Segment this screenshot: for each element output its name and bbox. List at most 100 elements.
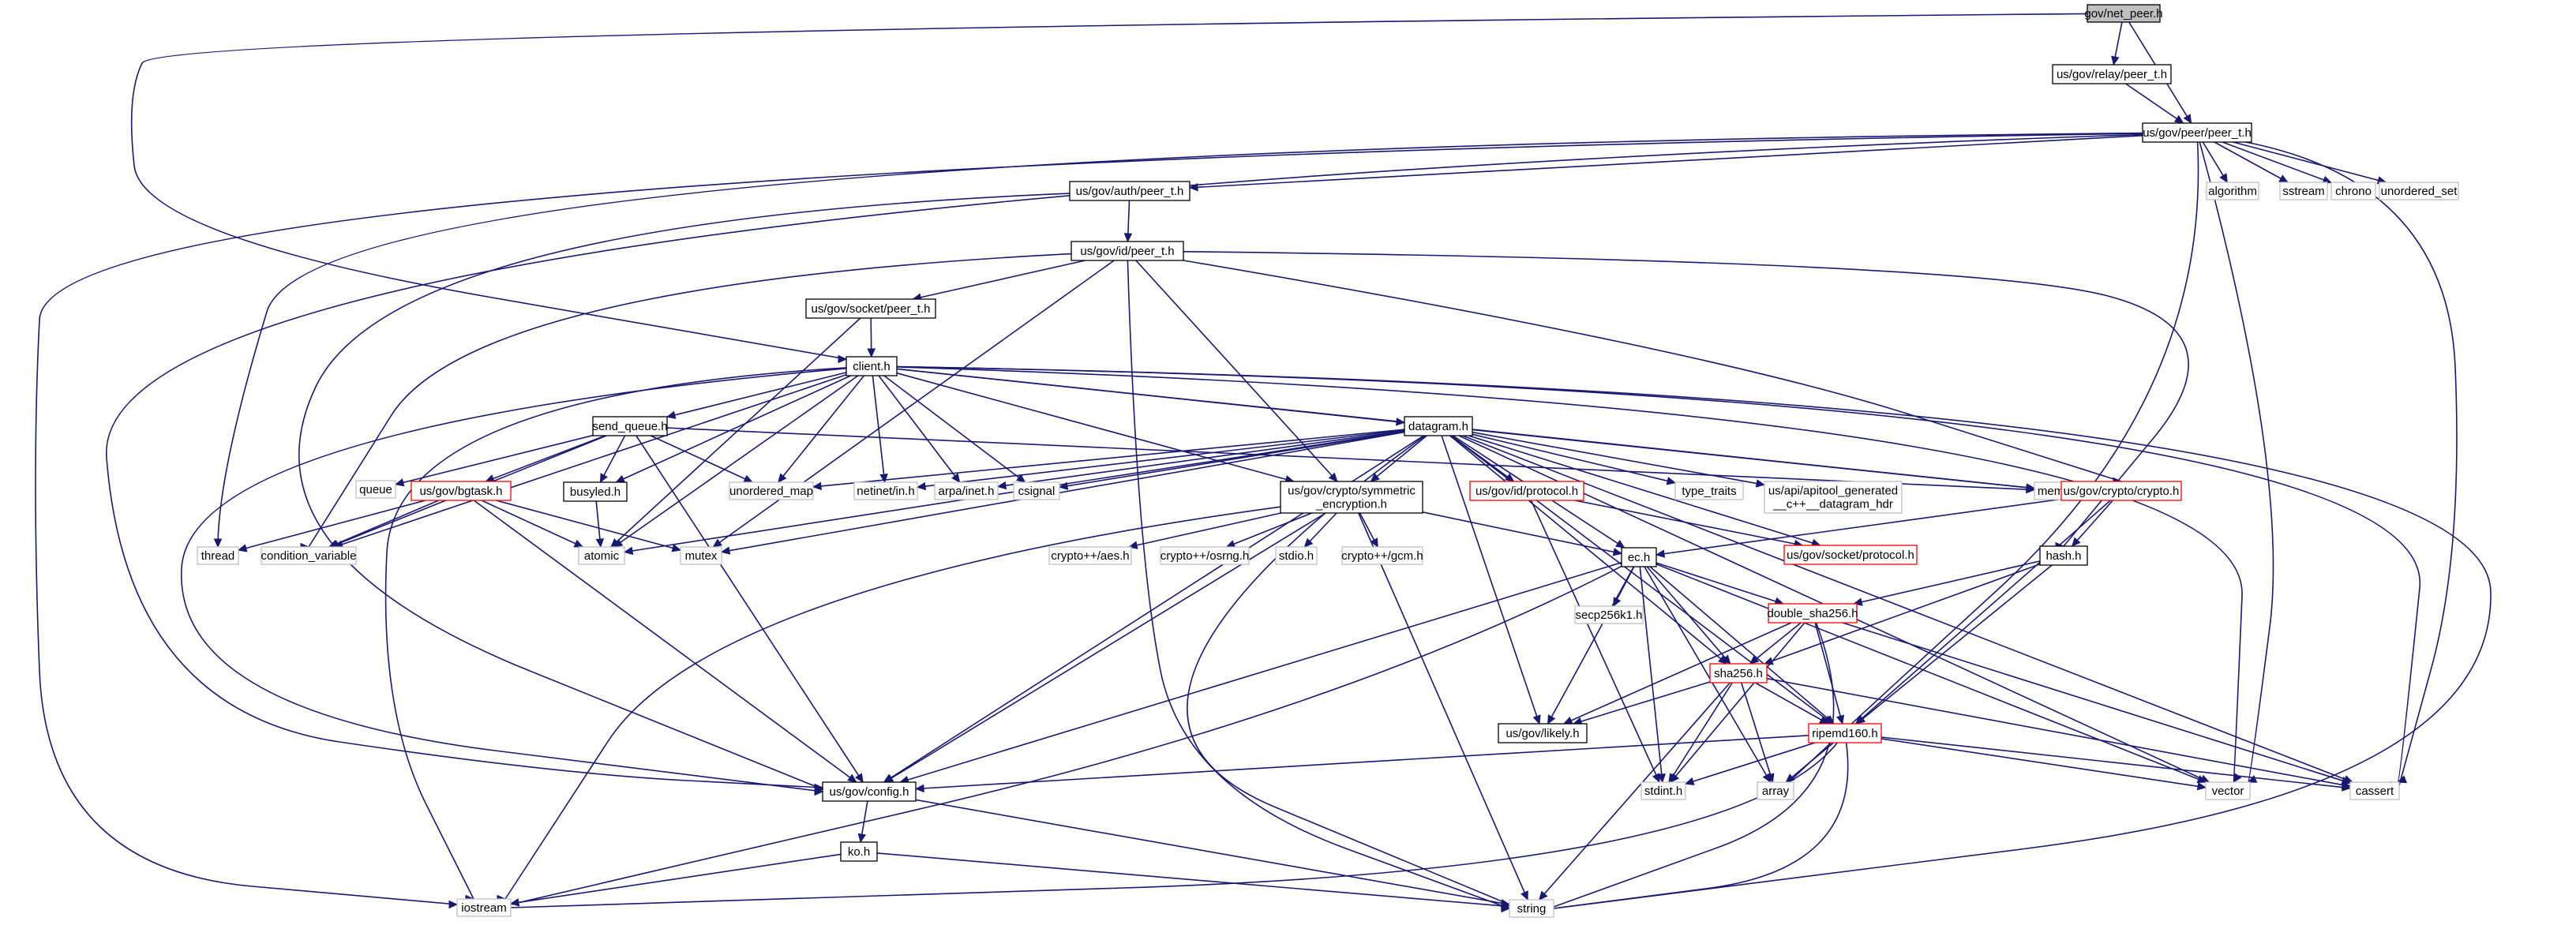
edge-datagram-to-string xyxy=(1187,435,1510,905)
edge-datagram-to-sha256 xyxy=(1449,435,1727,665)
edge-id_peer-to-symenc xyxy=(1135,260,1338,482)
arrowhead-peer_peer-to-iostream xyxy=(448,900,459,909)
node-busyled[interactable]: busyled.h xyxy=(563,481,628,502)
edge-datagram-to-memory xyxy=(1472,429,2035,489)
edge-peer_peer-to-iostream xyxy=(35,133,2143,905)
node-id_peer[interactable]: us/gov/id/peer_t.h xyxy=(1071,241,1184,261)
node-box-mutex xyxy=(680,546,722,565)
arrowhead-datagram-to-symenc xyxy=(1370,473,1380,482)
node-csignal: csignal xyxy=(1013,481,1060,500)
node-box-queue xyxy=(355,480,396,499)
node-auth_peer[interactable]: us/gov/auth/peer_t.h xyxy=(1069,181,1191,201)
arrowhead-datagram-to-netinet xyxy=(916,481,927,491)
node-hash[interactable]: hash.h xyxy=(2039,545,2088,566)
node-ec[interactable]: ec.h xyxy=(1621,547,1657,567)
node-secp: secp256k1.h xyxy=(1574,605,1644,624)
edge-ripemd-to-string xyxy=(1553,742,1849,909)
node-label-relay_peer: us/gov/relay/peer_t.h xyxy=(2057,68,2167,81)
edge-datagram-to-likely xyxy=(1441,435,1540,725)
node-label-gcm: crypto++/gcm.h xyxy=(1341,549,1423,563)
node-apitool: us/api/apitool_generated__c++__datagram_… xyxy=(1764,481,1903,514)
node-label-likely: us/gov/likely.h xyxy=(1505,727,1579,740)
edge-client-to-netinet xyxy=(872,375,886,483)
edge-symenc-to-config xyxy=(884,512,1326,783)
node-box-array xyxy=(1757,781,1794,800)
arrowhead-dsha-to-likely xyxy=(1562,716,1573,725)
arrowhead-peer_peer-to-algorithm xyxy=(2219,173,2228,184)
node-socket_protocol[interactable]: us/gov/socket/protocol.h xyxy=(1783,545,1918,565)
edge-ko-to-string xyxy=(876,852,1510,908)
node-label-unordered_set: unordered_set xyxy=(2381,185,2458,198)
node-label-apitool: __c++__datagram_hdr xyxy=(1772,498,1893,511)
arrowhead-peer_peer-to-sstream xyxy=(2278,174,2289,183)
arrowhead-ec-to-ripemd xyxy=(1824,715,1835,725)
edge-peer_peer-to-auth_peer xyxy=(1189,135,2143,189)
edge-send_queue-to-busyled xyxy=(599,435,626,483)
node-symenc[interactable]: us/gov/crypto/symmetric_encryption.h xyxy=(1280,481,1423,514)
arrowhead-id_peer-to-mutex xyxy=(712,538,722,548)
node-box-stdio xyxy=(1275,546,1318,565)
edge-peer_peer-to-cassert xyxy=(2245,141,2458,786)
edge-hash-to-sha256 xyxy=(1764,564,2041,665)
edge-client-to-csignal xyxy=(883,375,1026,483)
node-bgtask[interactable]: us/gov/bgtask.h xyxy=(411,481,512,501)
edges-layer xyxy=(35,13,2492,913)
node-label-stdio: stdio.h xyxy=(1279,549,1314,563)
node-box-unordered_map xyxy=(729,481,814,500)
node-ripemd[interactable]: ripemd160.h xyxy=(1808,723,1882,743)
node-relay_peer[interactable]: us/gov/relay/peer_t.h xyxy=(2052,64,2172,84)
node-label-datagram: datagram.h xyxy=(1408,420,1468,433)
edge-client-to-send_queue xyxy=(666,372,847,418)
node-box-id_protocol xyxy=(1469,481,1584,501)
node-peer_peer[interactable]: us/gov/peer/peer_t.h xyxy=(2142,122,2252,143)
node-unordered_map: unordered_map xyxy=(729,481,814,500)
node-label-string: string xyxy=(1517,902,1547,916)
node-string: string xyxy=(1509,899,1554,918)
arrowhead-datagram-to-mutex xyxy=(720,546,731,555)
node-box-id_peer xyxy=(1071,241,1184,261)
node-datagram[interactable]: datagram.h xyxy=(1404,416,1473,436)
node-box-likely xyxy=(1498,723,1588,743)
node-label-auth_peer: us/gov/auth/peer_t.h xyxy=(1076,185,1184,198)
node-sstream: sstream xyxy=(2279,182,2328,200)
node-label-secp: secp256k1.h xyxy=(1575,609,1642,622)
node-label-crypto: us/gov/crypto/crypto.h xyxy=(2064,485,2180,498)
node-aes: crypto++/aes.h xyxy=(1048,546,1132,565)
node-cassert: cassert xyxy=(2349,781,2400,800)
edge-client-to-atomic xyxy=(613,375,859,548)
node-ko[interactable]: ko.h xyxy=(840,841,878,862)
node-likely[interactable]: us/gov/likely.h xyxy=(1498,723,1588,743)
node-box-crypto xyxy=(2060,481,2182,501)
edge-datagram-to-unordered_map xyxy=(812,429,1405,488)
edge-symenc-to-aes xyxy=(1129,512,1281,548)
arrowhead-ec-to-sha256 xyxy=(1721,654,1731,665)
node-label-cond_var: condition_variable xyxy=(261,549,357,563)
node-unordered_set: unordered_set xyxy=(2379,182,2459,200)
node-label-csignal: csignal xyxy=(1018,485,1056,498)
node-socket_peer[interactable]: us/gov/socket/peer_t.h xyxy=(805,298,936,319)
edge-datagram-to-netinet xyxy=(917,429,1405,489)
node-box-chrono xyxy=(2330,182,2376,200)
arrowhead-crypto-to-ec xyxy=(1655,549,1666,558)
node-id_protocol[interactable]: us/gov/id/protocol.h xyxy=(1469,481,1584,501)
node-client[interactable]: client.h xyxy=(846,356,898,376)
arrowhead-client-to-vector xyxy=(2233,773,2242,784)
node-queue: queue xyxy=(355,480,396,499)
node-dsha[interactable]: double_sha256.h xyxy=(1767,603,1858,624)
arrowhead-bgtask-to-thread xyxy=(237,544,248,552)
node-sha256[interactable]: sha256.h xyxy=(1709,663,1768,683)
edge-ripemd-to-cassert xyxy=(1880,736,2351,789)
edge-symenc-to-osrng xyxy=(1226,512,1312,548)
node-box-client xyxy=(846,356,898,376)
node-send_queue[interactable]: send_queue.h xyxy=(592,416,668,436)
arrowhead-net_peer-to-client xyxy=(838,354,848,364)
arrowhead-datagram-to-apitool xyxy=(1755,479,1766,488)
node-config[interactable]: us/gov/config.h xyxy=(822,781,917,802)
edge-sha256-to-cassert xyxy=(1766,677,2351,788)
node-box-iostream xyxy=(456,898,512,917)
node-net_peer[interactable]: gov/net_peer.h xyxy=(2084,4,2163,23)
node-box-aes xyxy=(1048,546,1132,565)
arrowhead-send_queue-to-unordered_map xyxy=(743,474,754,483)
node-crypto[interactable]: us/gov/crypto/crypto.h xyxy=(2060,481,2182,501)
